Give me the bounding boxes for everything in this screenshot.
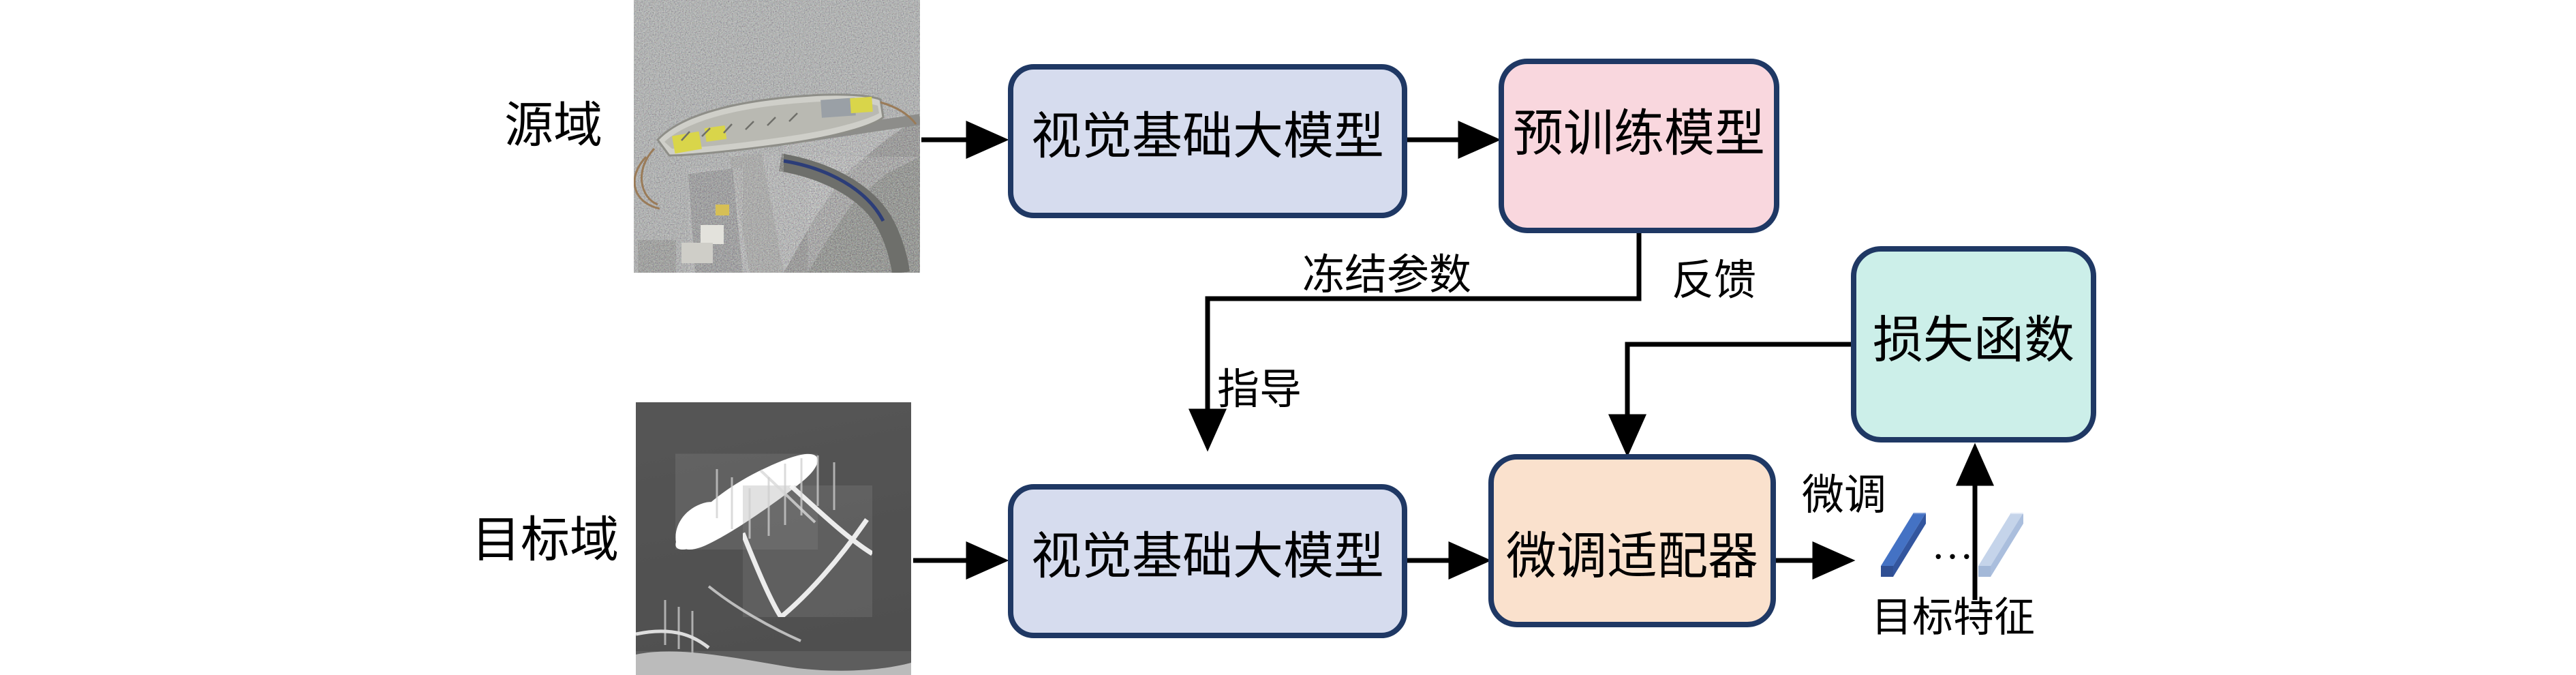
node-finetune-adapter[interactable]: 微调适配器	[1488, 454, 1776, 627]
feature-bar-light	[1978, 513, 2023, 577]
target-feature-bars: … 目标特征	[1871, 513, 2035, 640]
edge-freeze-params	[1189, 232, 1642, 452]
target-domain-label: 目标域	[472, 513, 619, 568]
finetune-label: 微调	[1802, 472, 1886, 519]
feedback-label: 反馈	[1672, 258, 1756, 304]
feature-ellipsis: …	[1931, 522, 1975, 568]
feature-bar-dark	[1881, 513, 1926, 577]
edge-feedback	[1608, 342, 1852, 457]
node-pretrained-model-label: 预训练模型	[1513, 106, 1765, 162]
node-vfm-source-label: 视觉基础大模型	[1031, 109, 1384, 165]
node-loss-function[interactable]: 损失函数	[1851, 246, 2096, 442]
source-domain-label: 源域	[504, 99, 602, 153]
node-loss-function-label: 损失函数	[1873, 313, 2074, 369]
guidance-label: 指导	[1217, 367, 1302, 413]
node-finetune-adapter-label: 微调适配器	[1506, 529, 1758, 585]
node-vfm-target[interactable]: 视觉基础大模型	[1008, 484, 1407, 638]
freeze-params-label: 冻结参数	[1302, 252, 1471, 299]
node-pretrained-model[interactable]: 预训练模型	[1499, 59, 1779, 233]
source-optical-image	[634, 0, 920, 273]
node-vfm-target-label: 视觉基础大模型	[1031, 529, 1384, 585]
target-sar-image	[636, 402, 911, 675]
target-feature-caption: 目标特征	[1871, 595, 2035, 640]
node-vfm-source[interactable]: 视觉基础大模型	[1008, 64, 1407, 218]
